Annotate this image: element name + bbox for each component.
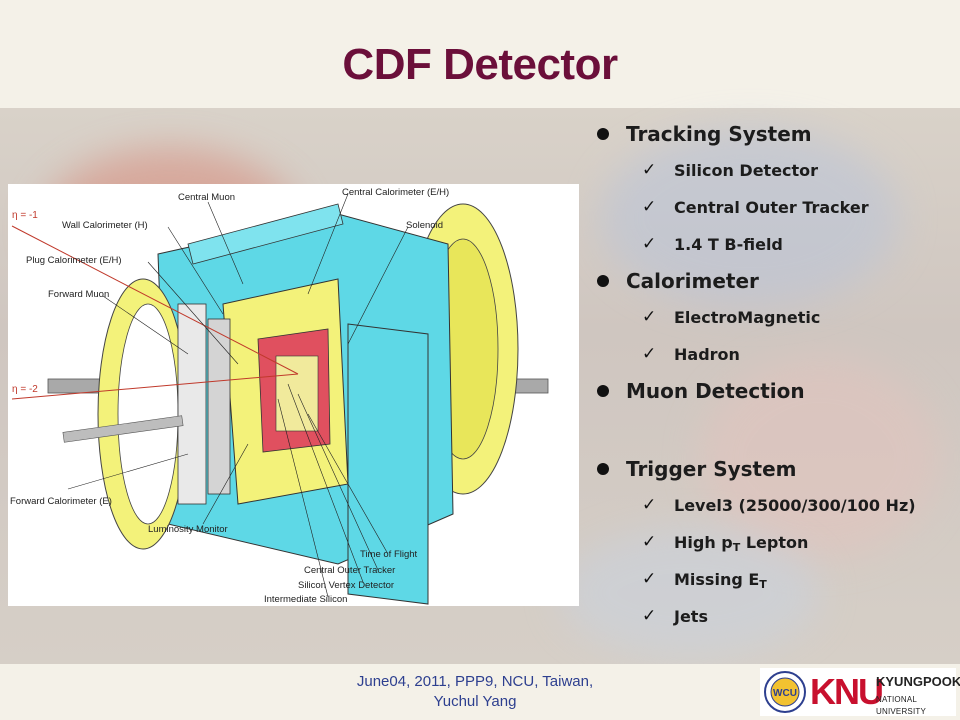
bullet-muon-label: Muon Detection bbox=[626, 379, 805, 403]
check-icon: ✓ bbox=[642, 307, 657, 327]
bullet-tracking-label: Tracking System bbox=[626, 122, 812, 146]
footer-line-1: June04, 2011, PPP9, NCU, Taiwan, bbox=[356, 673, 594, 690]
label-luminosity-monitor: Luminosity Monitor bbox=[148, 524, 228, 535]
eta-1-label: η = -1 bbox=[12, 210, 38, 221]
sub-bullet: ✓ Silicon Detector bbox=[594, 152, 956, 189]
label-time-of-flight: Time of Flight bbox=[360, 549, 418, 560]
detector-diagram: η = -1 η = -2 Central Muon Central Calor… bbox=[10, 187, 549, 605]
beam-extension bbox=[62, 415, 184, 443]
check-icon: ✓ bbox=[642, 532, 657, 552]
knu-logo-text: KNU bbox=[810, 671, 884, 712]
sub-bullet: ✓ Central Outer Tracker bbox=[594, 189, 956, 226]
label-solenoid: Solenoid bbox=[406, 220, 443, 231]
footer-text: June04, 2011, PPP9, NCU, Taiwan, Yuchul … bbox=[290, 672, 660, 712]
spacer bbox=[594, 409, 956, 451]
footer-line-2: Yuchul Yang bbox=[433, 693, 517, 710]
sub-bullet: ✓ Jets bbox=[594, 598, 956, 635]
bullet-list: Tracking System ✓ Silicon Detector ✓ Centr… bbox=[594, 116, 956, 635]
background-blob bbox=[600, 128, 900, 308]
check-icon: ✓ bbox=[642, 234, 657, 254]
sub-bullet-label: Level3 (25000/300/100 Hz) bbox=[674, 496, 916, 515]
wcu-logo-text: WCU bbox=[773, 688, 797, 699]
leader-lines bbox=[67, 193, 409, 598]
label-central-muon: Central Muon bbox=[178, 192, 235, 203]
sub-bullet: ✓ High pT Lepton bbox=[594, 524, 956, 561]
wcu-logo-icon: WCU bbox=[764, 671, 806, 713]
subscript-t: T bbox=[732, 541, 741, 554]
background-blob bbox=[700, 358, 940, 558]
sub-bullet-label: ElectroMagnetic bbox=[674, 308, 821, 327]
label-wall-calorimeter: Wall Calorimeter (H) bbox=[62, 220, 148, 231]
cyan-front-block bbox=[347, 323, 429, 605]
sub-bullet-label: Central Outer Tracker bbox=[674, 198, 869, 217]
forward-calorimeter-block bbox=[207, 318, 231, 495]
eta-2-line bbox=[11, 373, 299, 400]
label-plug-calorimeter: Plug Calorimeter (E/H) bbox=[26, 255, 122, 266]
cyan-top-panel bbox=[187, 203, 344, 265]
bullet-dot bbox=[597, 128, 609, 140]
tracker-core bbox=[275, 355, 319, 432]
sub-bullet-label: Silicon Detector bbox=[674, 161, 819, 180]
university-logos: WCU KNU KYUNGPOOK NATIONAL UNIVERSITY bbox=[760, 668, 960, 716]
label-intermediate-silicon: Intermediate Silicon bbox=[264, 594, 347, 605]
sub-bullet-label: 1.4 T B-field bbox=[674, 235, 783, 254]
sub-bullet-label: Missing E bbox=[674, 570, 760, 589]
sub-bullet: ✓ 1.4 T B-field bbox=[594, 226, 956, 263]
sub-bullet: ✓ Missing ET bbox=[594, 561, 956, 598]
check-icon: ✓ bbox=[642, 197, 657, 217]
label-central-calorimeter: Central Calorimeter (E/H) bbox=[342, 187, 449, 198]
check-icon: ✓ bbox=[642, 160, 657, 180]
sub-bullet: ✓ ElectroMagnetic bbox=[594, 299, 956, 336]
eta-1-line bbox=[11, 225, 299, 375]
bullet-trigger: Trigger System bbox=[594, 451, 956, 487]
label-forward-calorimeter: Forward Calorimeter (E) bbox=[10, 496, 112, 507]
eta-2-label: η = -2 bbox=[12, 384, 38, 395]
bullet-calorimeter-label: Calorimeter bbox=[626, 269, 759, 293]
bullet-dot bbox=[597, 275, 609, 287]
header-band bbox=[0, 0, 960, 108]
bullet-tracking: Tracking System bbox=[594, 116, 956, 152]
label-forward-muon: Forward Muon bbox=[48, 289, 109, 300]
ring-hollow bbox=[117, 303, 179, 525]
national-university-text: NATIONAL UNIVERSITY bbox=[876, 695, 927, 716]
check-icon: ✓ bbox=[642, 569, 657, 589]
check-icon: ✓ bbox=[642, 495, 657, 515]
forward-muon-block bbox=[177, 303, 207, 505]
bullet-muon: Muon Detection bbox=[594, 373, 956, 409]
check-icon: ✓ bbox=[642, 344, 657, 364]
slide-title: CDF Detector bbox=[342, 40, 618, 89]
label-silicon-vertex-detector: Silicon Vertex Detector bbox=[298, 580, 394, 591]
detector-figure: η = -1 η = -2 Central Muon Central Calor… bbox=[8, 184, 579, 606]
sub-bullet-label: Jets bbox=[674, 607, 708, 626]
check-icon: ✓ bbox=[642, 606, 657, 626]
sub-bullet-label: Hadron bbox=[674, 345, 740, 364]
sub-bullet: ✓ Hadron bbox=[594, 336, 956, 373]
bullet-trigger-label: Trigger System bbox=[626, 457, 797, 481]
sub-bullet: ✓ Level3 (25000/300/100 Hz) bbox=[594, 487, 956, 524]
sub-bullet-label: Lepton bbox=[745, 533, 809, 552]
kyungpook-text: KYUNGPOOK bbox=[876, 674, 960, 689]
bullet-dot bbox=[597, 463, 609, 475]
sub-bullet-label: High p bbox=[674, 533, 733, 552]
subscript-t: T bbox=[759, 578, 767, 591]
bullet-calorimeter: Calorimeter bbox=[594, 263, 956, 299]
background-blob bbox=[560, 528, 820, 658]
bullet-dot bbox=[597, 385, 609, 397]
label-central-outer-tracker: Central Outer Tracker bbox=[304, 565, 395, 576]
